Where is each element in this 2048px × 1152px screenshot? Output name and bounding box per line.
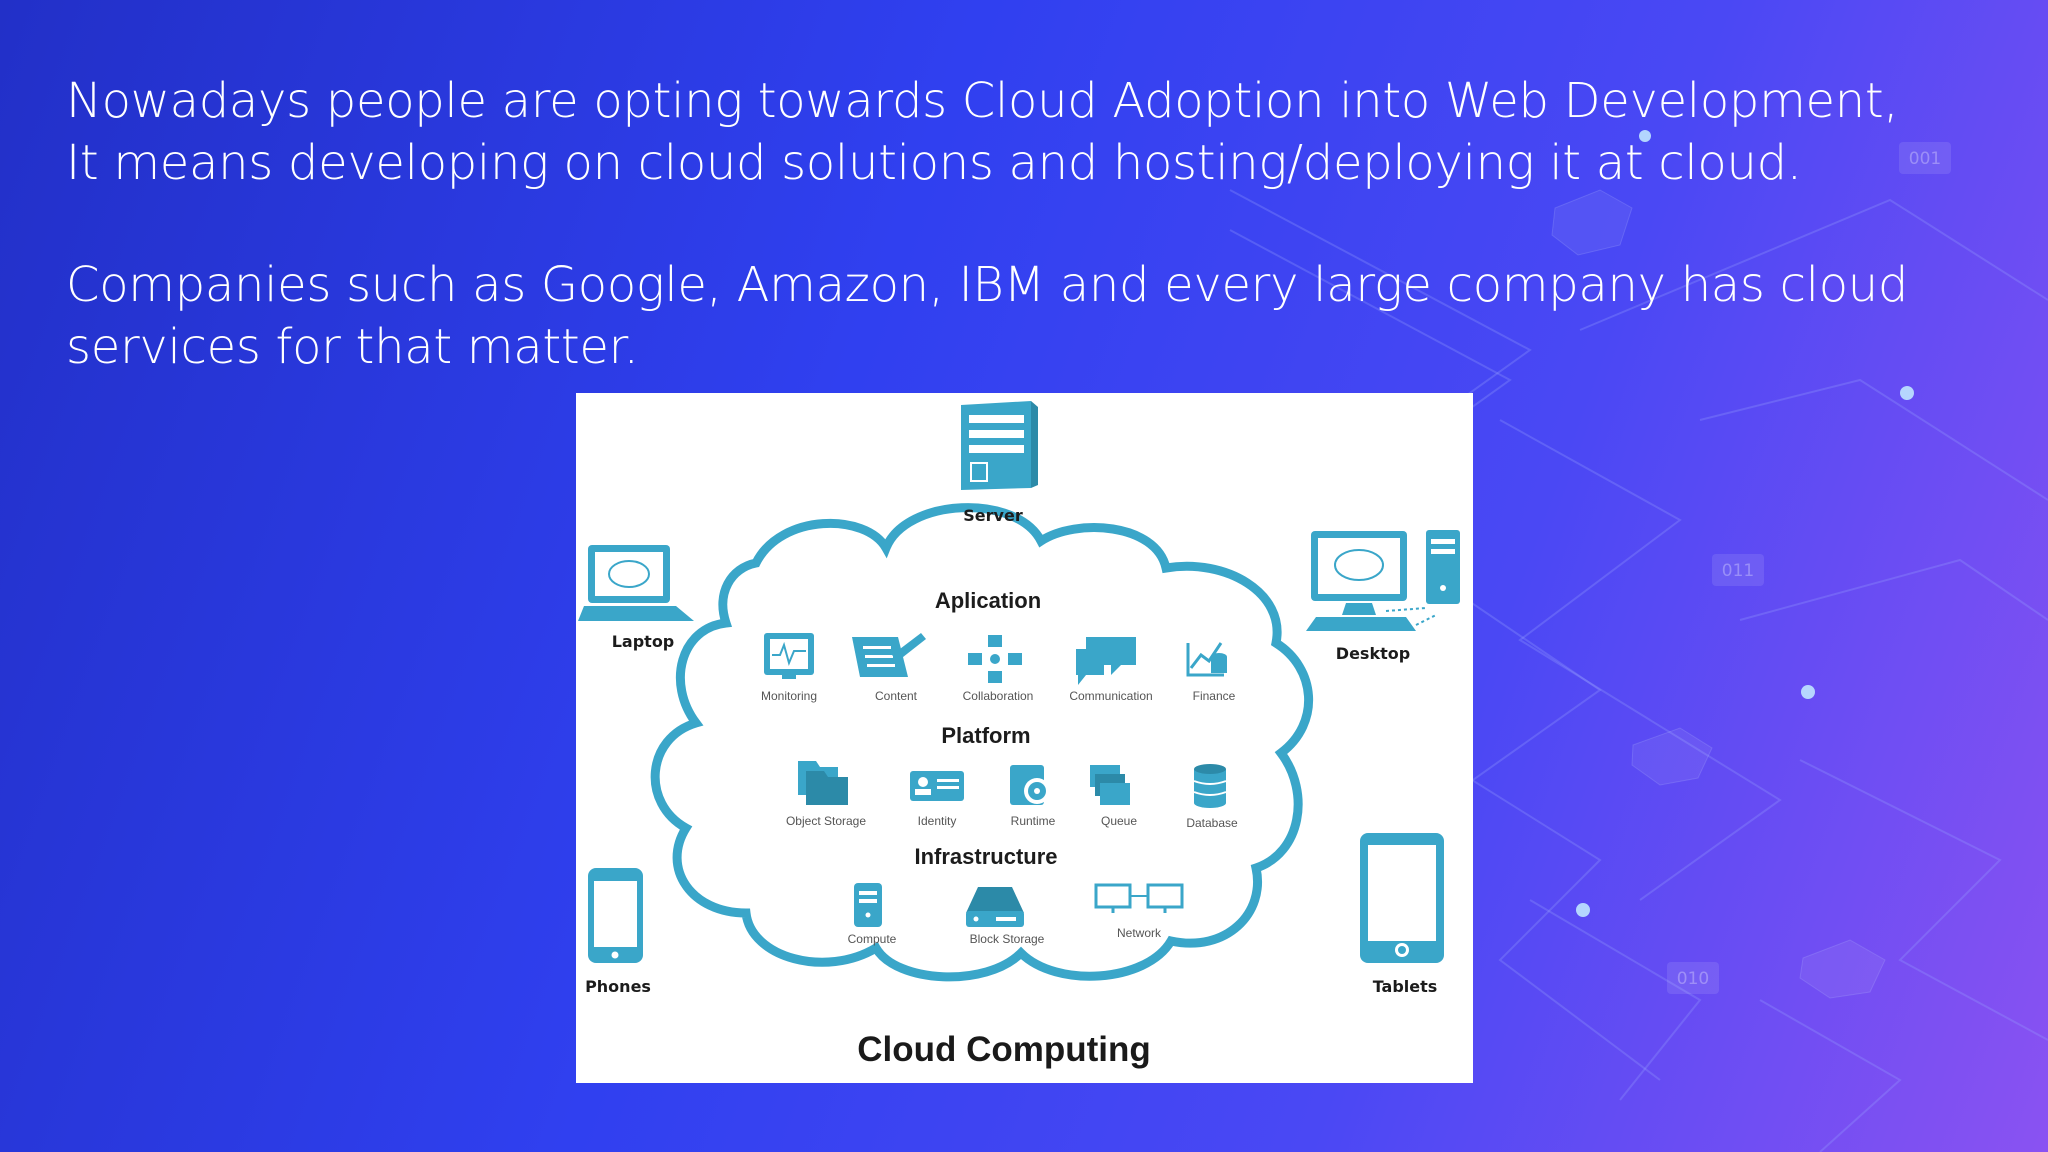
- content-icon: [852, 633, 926, 677]
- collaboration-label: Collaboration: [963, 689, 1034, 703]
- finance-icon: [1186, 642, 1227, 677]
- server-label: Server: [963, 506, 1023, 525]
- server-icon: [961, 401, 1038, 490]
- diagram-canvas: Server Laptop Desktop Phones Tablets Apl…: [578, 401, 1460, 1069]
- intro-line-1: Nowadays people are opting towards Cloud…: [66, 73, 1899, 129]
- laptop-label: Laptop: [612, 632, 675, 651]
- binary-tag-001: 001: [1899, 142, 1951, 174]
- infrastructure-heading: Infrastructure: [914, 844, 1057, 869]
- runtime-icon: [1010, 765, 1050, 805]
- tablets-label: Tablets: [1373, 977, 1438, 996]
- queue-icon: [1090, 765, 1130, 805]
- tag-text: 001: [1909, 149, 1941, 169]
- queue-label: Queue: [1101, 814, 1137, 828]
- database-icon: [1193, 764, 1227, 808]
- tag-text: 011: [1722, 561, 1754, 581]
- network-icon: [1094, 883, 1184, 913]
- compute-label: Compute: [848, 932, 897, 946]
- finance-label: Finance: [1193, 689, 1236, 703]
- network-label: Network: [1117, 926, 1162, 940]
- object-storage-icon: [798, 761, 848, 805]
- tag-text: 010: [1677, 969, 1709, 989]
- desktop-icon: [1306, 530, 1460, 631]
- companies-paragraph: Companies such as Google, Amazon, IBM an…: [66, 254, 1908, 378]
- collaboration-icon: [968, 635, 1022, 683]
- communication-icon: [1076, 637, 1136, 685]
- laptop-icon: [578, 545, 694, 621]
- platform-heading: Platform: [941, 723, 1030, 748]
- intro-line-2: It means developing on cloud solutions a…: [66, 135, 1802, 191]
- diagram-title: Cloud Computing: [857, 1030, 1151, 1069]
- block-storage-label: Block Storage: [970, 932, 1045, 946]
- cloud-shape: [650, 503, 1314, 982]
- content-label: Content: [875, 689, 918, 703]
- phone-icon: [588, 868, 643, 963]
- compute-icon: [854, 883, 882, 927]
- companies-line-1: Companies such as Google, Amazon, IBM an…: [66, 257, 1909, 313]
- desktop-label: Desktop: [1336, 644, 1410, 663]
- phones-label: Phones: [585, 977, 651, 996]
- application-heading: Aplication: [935, 588, 1041, 613]
- database-label: Database: [1186, 816, 1238, 830]
- block-storage-icon: [966, 887, 1024, 927]
- monitoring-icon: [764, 633, 814, 679]
- monitoring-label: Monitoring: [761, 689, 817, 703]
- binary-tag-011: 011: [1712, 554, 1764, 586]
- companies-line-2: services for that matter.: [66, 319, 639, 375]
- communication-label: Communication: [1069, 689, 1152, 703]
- binary-tag-010: 010: [1667, 962, 1719, 994]
- tablet-icon: [1360, 833, 1444, 963]
- identity-label: Identity: [918, 814, 957, 828]
- intro-paragraph: Nowadays people are opting towards Cloud…: [66, 70, 1899, 194]
- identity-icon: [910, 771, 964, 801]
- cloud-computing-diagram: Server Laptop Desktop Phones Tablets Apl…: [576, 393, 1473, 1083]
- runtime-label: Runtime: [1011, 814, 1056, 828]
- object-storage-label: Object Storage: [786, 814, 866, 828]
